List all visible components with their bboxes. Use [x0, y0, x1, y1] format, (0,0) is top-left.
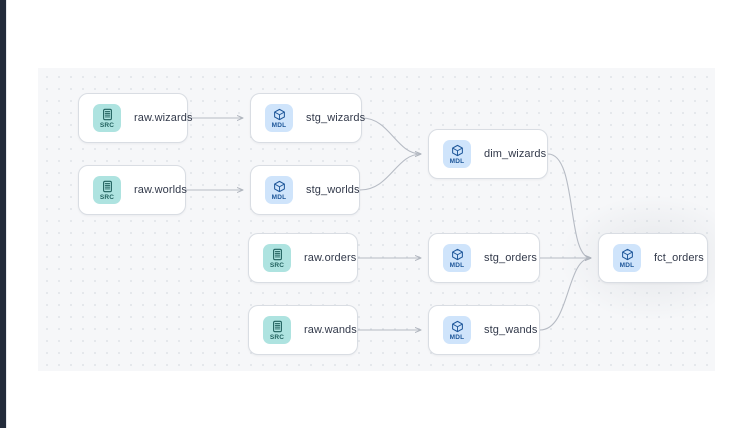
- lineage-node-raw-wands[interactable]: SRC raw.wands: [248, 305, 358, 355]
- lineage-edges: [186, 115, 592, 333]
- edge-stg-wands-fct-orders: [539, 255, 592, 331]
- node-label: stg_wizards: [306, 112, 366, 124]
- database-icon: [271, 320, 284, 333]
- lineage-node-stg-orders[interactable]: MDL stg_orders: [428, 233, 540, 283]
- lineage-node-raw-worlds[interactable]: SRC raw.worlds: [78, 165, 187, 215]
- edge-dim-wizards-fct-orders: [547, 153, 592, 261]
- node-label: fct_orders: [654, 252, 704, 264]
- node-label: raw.wands: [304, 324, 357, 336]
- node-type-badge-mdl: MDL: [265, 104, 293, 132]
- node-type-label: MDL: [271, 193, 287, 201]
- lineage-node-fct-orders[interactable]: MDL fct_orders: [598, 233, 708, 283]
- node-type-badge-src: SRC: [263, 244, 291, 272]
- cube-icon: [273, 180, 286, 193]
- node-type-label: MDL: [449, 261, 465, 269]
- node-label: dim_wizards: [484, 148, 547, 160]
- node-type-label: MDL: [619, 261, 635, 269]
- node-type-badge-mdl: MDL: [613, 244, 641, 272]
- database-icon: [271, 248, 284, 261]
- rail-divider: [6, 0, 7, 428]
- node-type-badge-mdl: MDL: [443, 244, 471, 272]
- edge-stg-worlds-dim-wizards: [359, 151, 422, 191]
- lineage-node-raw-orders[interactable]: SRC raw.orders: [248, 233, 358, 283]
- node-type-label: SRC: [269, 261, 285, 269]
- node-label: stg_worlds: [306, 184, 360, 196]
- node-type-label: SRC: [99, 193, 115, 201]
- node-type-badge-mdl: MDL: [443, 140, 471, 168]
- node-type-badge-src: SRC: [93, 104, 121, 132]
- lineage-node-raw-wizards[interactable]: SRC raw.wizards: [78, 93, 192, 143]
- node-type-badge-src: SRC: [263, 316, 291, 344]
- node-label: stg_orders: [484, 252, 537, 264]
- node-type-label: MDL: [449, 157, 465, 165]
- lineage-node-dim-wizards[interactable]: MDL dim_wizards: [428, 129, 548, 179]
- database-icon: [101, 108, 114, 121]
- node-label: raw.wizards: [134, 112, 193, 124]
- lineage-node-stg-wands[interactable]: MDL stg_wands: [428, 305, 540, 355]
- node-label: raw.worlds: [134, 184, 187, 196]
- cube-icon: [451, 144, 464, 157]
- node-type-badge-mdl: MDL: [265, 176, 293, 204]
- node-label: stg_wands: [484, 324, 538, 336]
- node-label: raw.orders: [304, 252, 357, 264]
- cube-icon: [451, 248, 464, 261]
- node-type-label: SRC: [99, 121, 115, 129]
- node-type-badge-src: SRC: [93, 176, 121, 204]
- node-type-label: MDL: [449, 333, 465, 341]
- node-type-badge-mdl: MDL: [443, 316, 471, 344]
- cube-icon: [621, 248, 634, 261]
- lineage-node-stg-wizards[interactable]: MDL stg_wizards: [250, 93, 366, 143]
- cube-icon: [451, 320, 464, 333]
- cube-icon: [273, 108, 286, 121]
- left-nav-rail[interactable]: [0, 0, 6, 428]
- node-type-label: SRC: [269, 333, 285, 341]
- edge-stg-wizards-dim-wizards: [361, 117, 422, 157]
- node-type-label: MDL: [271, 121, 287, 129]
- lineage-node-stg-worlds[interactable]: MDL stg_worlds: [250, 165, 360, 215]
- database-icon: [101, 180, 114, 193]
